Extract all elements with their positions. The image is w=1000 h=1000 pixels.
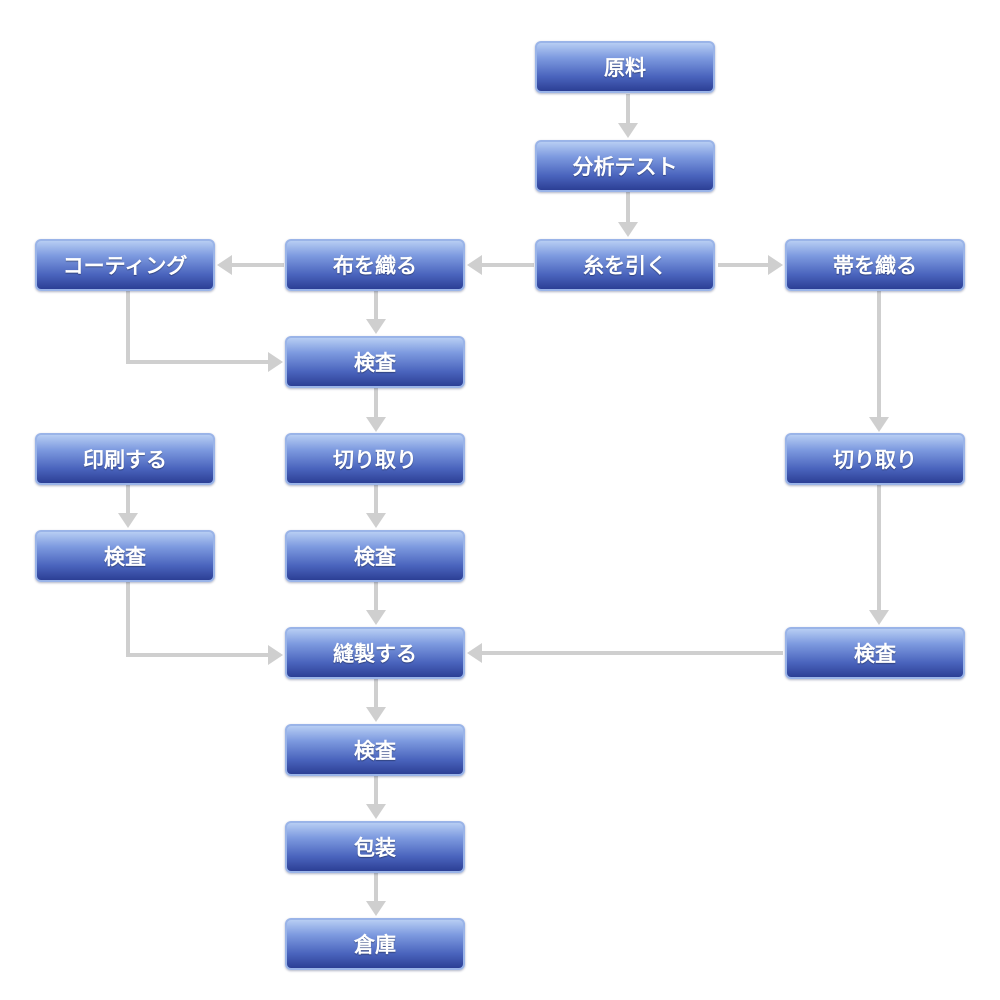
node-weave-belt: 帯を織る xyxy=(785,239,965,291)
edge-analysis-test-to-spin-thread xyxy=(618,192,638,237)
edge-packaging-to-warehouse xyxy=(366,873,386,916)
node-coating: コーティング xyxy=(35,239,215,291)
edge-cut-belt-to-inspect-belt xyxy=(869,485,889,625)
node-inspect-cut: 検査 xyxy=(285,530,465,582)
edge-spin-thread-to-weave-cloth xyxy=(467,255,534,275)
node-print: 印刷する xyxy=(35,433,215,485)
edge-print-to-inspect-print xyxy=(118,485,138,528)
edge-sew-to-inspect-final xyxy=(366,679,386,722)
node-cut-belt: 切り取り xyxy=(785,433,965,485)
node-inspect-belt: 検査 xyxy=(785,627,965,679)
edge-cut-cloth-to-inspect-cut xyxy=(366,485,386,528)
edge-weave-belt-to-cut-belt xyxy=(869,291,889,432)
node-warehouse: 倉庫 xyxy=(285,918,465,970)
edge-inspect-cloth-to-cut-cloth xyxy=(366,388,386,432)
edge-weave-cloth-to-inspect-cloth xyxy=(366,291,386,334)
edge-coating-to-inspect-cloth xyxy=(126,291,283,372)
edge-raw-material-to-analysis-test xyxy=(618,94,638,138)
edge-inspect-final-to-packaging xyxy=(366,776,386,819)
node-raw-material: 原料 xyxy=(535,41,715,93)
edge-inspect-belt-to-sew xyxy=(467,643,783,663)
node-weave-cloth: 布を織る xyxy=(285,239,465,291)
node-spin-thread: 糸を引く xyxy=(535,239,715,291)
edge-inspect-cut-to-sew xyxy=(366,582,386,625)
node-inspect-final: 検査 xyxy=(285,724,465,776)
node-packaging: 包装 xyxy=(285,821,465,873)
edge-weave-cloth-to-coating xyxy=(217,255,284,275)
edge-inspect-print-to-sew xyxy=(126,582,283,665)
node-inspect-print: 検査 xyxy=(35,530,215,582)
edge-spin-thread-to-weave-belt xyxy=(718,255,783,275)
node-inspect-cloth: 検査 xyxy=(285,336,465,388)
node-cut-cloth: 切り取り xyxy=(285,433,465,485)
node-analysis-test: 分析テスト xyxy=(535,140,715,192)
node-sew: 縫製する xyxy=(285,627,465,679)
